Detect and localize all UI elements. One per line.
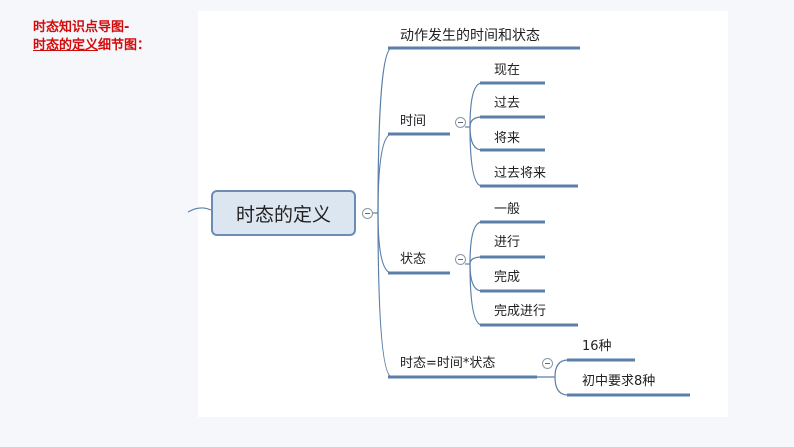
heading-rest: 细节图： [98, 38, 151, 53]
state-child-perfect-progressive[interactable]: 完成进行 [494, 304, 547, 319]
tense-child-8[interactable]: 初中要求8种 [582, 374, 656, 389]
state-child-perfect[interactable]: 完成 [494, 270, 521, 285]
heading-line-2: 时态的定义细节图： [33, 37, 150, 55]
time-child-past[interactable]: 过去 [494, 96, 521, 111]
collapse-central-toggle[interactable] [362, 208, 373, 219]
time-child-past-future[interactable]: 过去将来 [494, 166, 547, 181]
heading-underlined: 时态的定义 [33, 38, 99, 53]
time-child-present[interactable]: 现在 [494, 63, 521, 78]
branch-definition[interactable]: 动作发生的时间和状态 [400, 28, 540, 44]
state-child-simple[interactable]: 一般 [494, 202, 521, 217]
collapse-time-toggle[interactable] [455, 117, 466, 128]
time-child-future[interactable]: 将来 [494, 131, 521, 146]
branch-state[interactable]: 状态 [400, 252, 427, 267]
state-child-progressive[interactable]: 进行 [494, 235, 521, 250]
central-node[interactable]: 时态的定义 [211, 190, 356, 236]
branch-tense-formula[interactable]: 时态=时间*状态 [400, 356, 496, 371]
collapse-state-toggle[interactable] [455, 254, 466, 265]
branch-time[interactable]: 时间 [400, 114, 427, 129]
heading-line-1: 时态知识点导图- [33, 20, 130, 35]
collapse-tense-toggle[interactable] [542, 358, 553, 369]
tense-child-16[interactable]: 16种 [582, 339, 612, 354]
